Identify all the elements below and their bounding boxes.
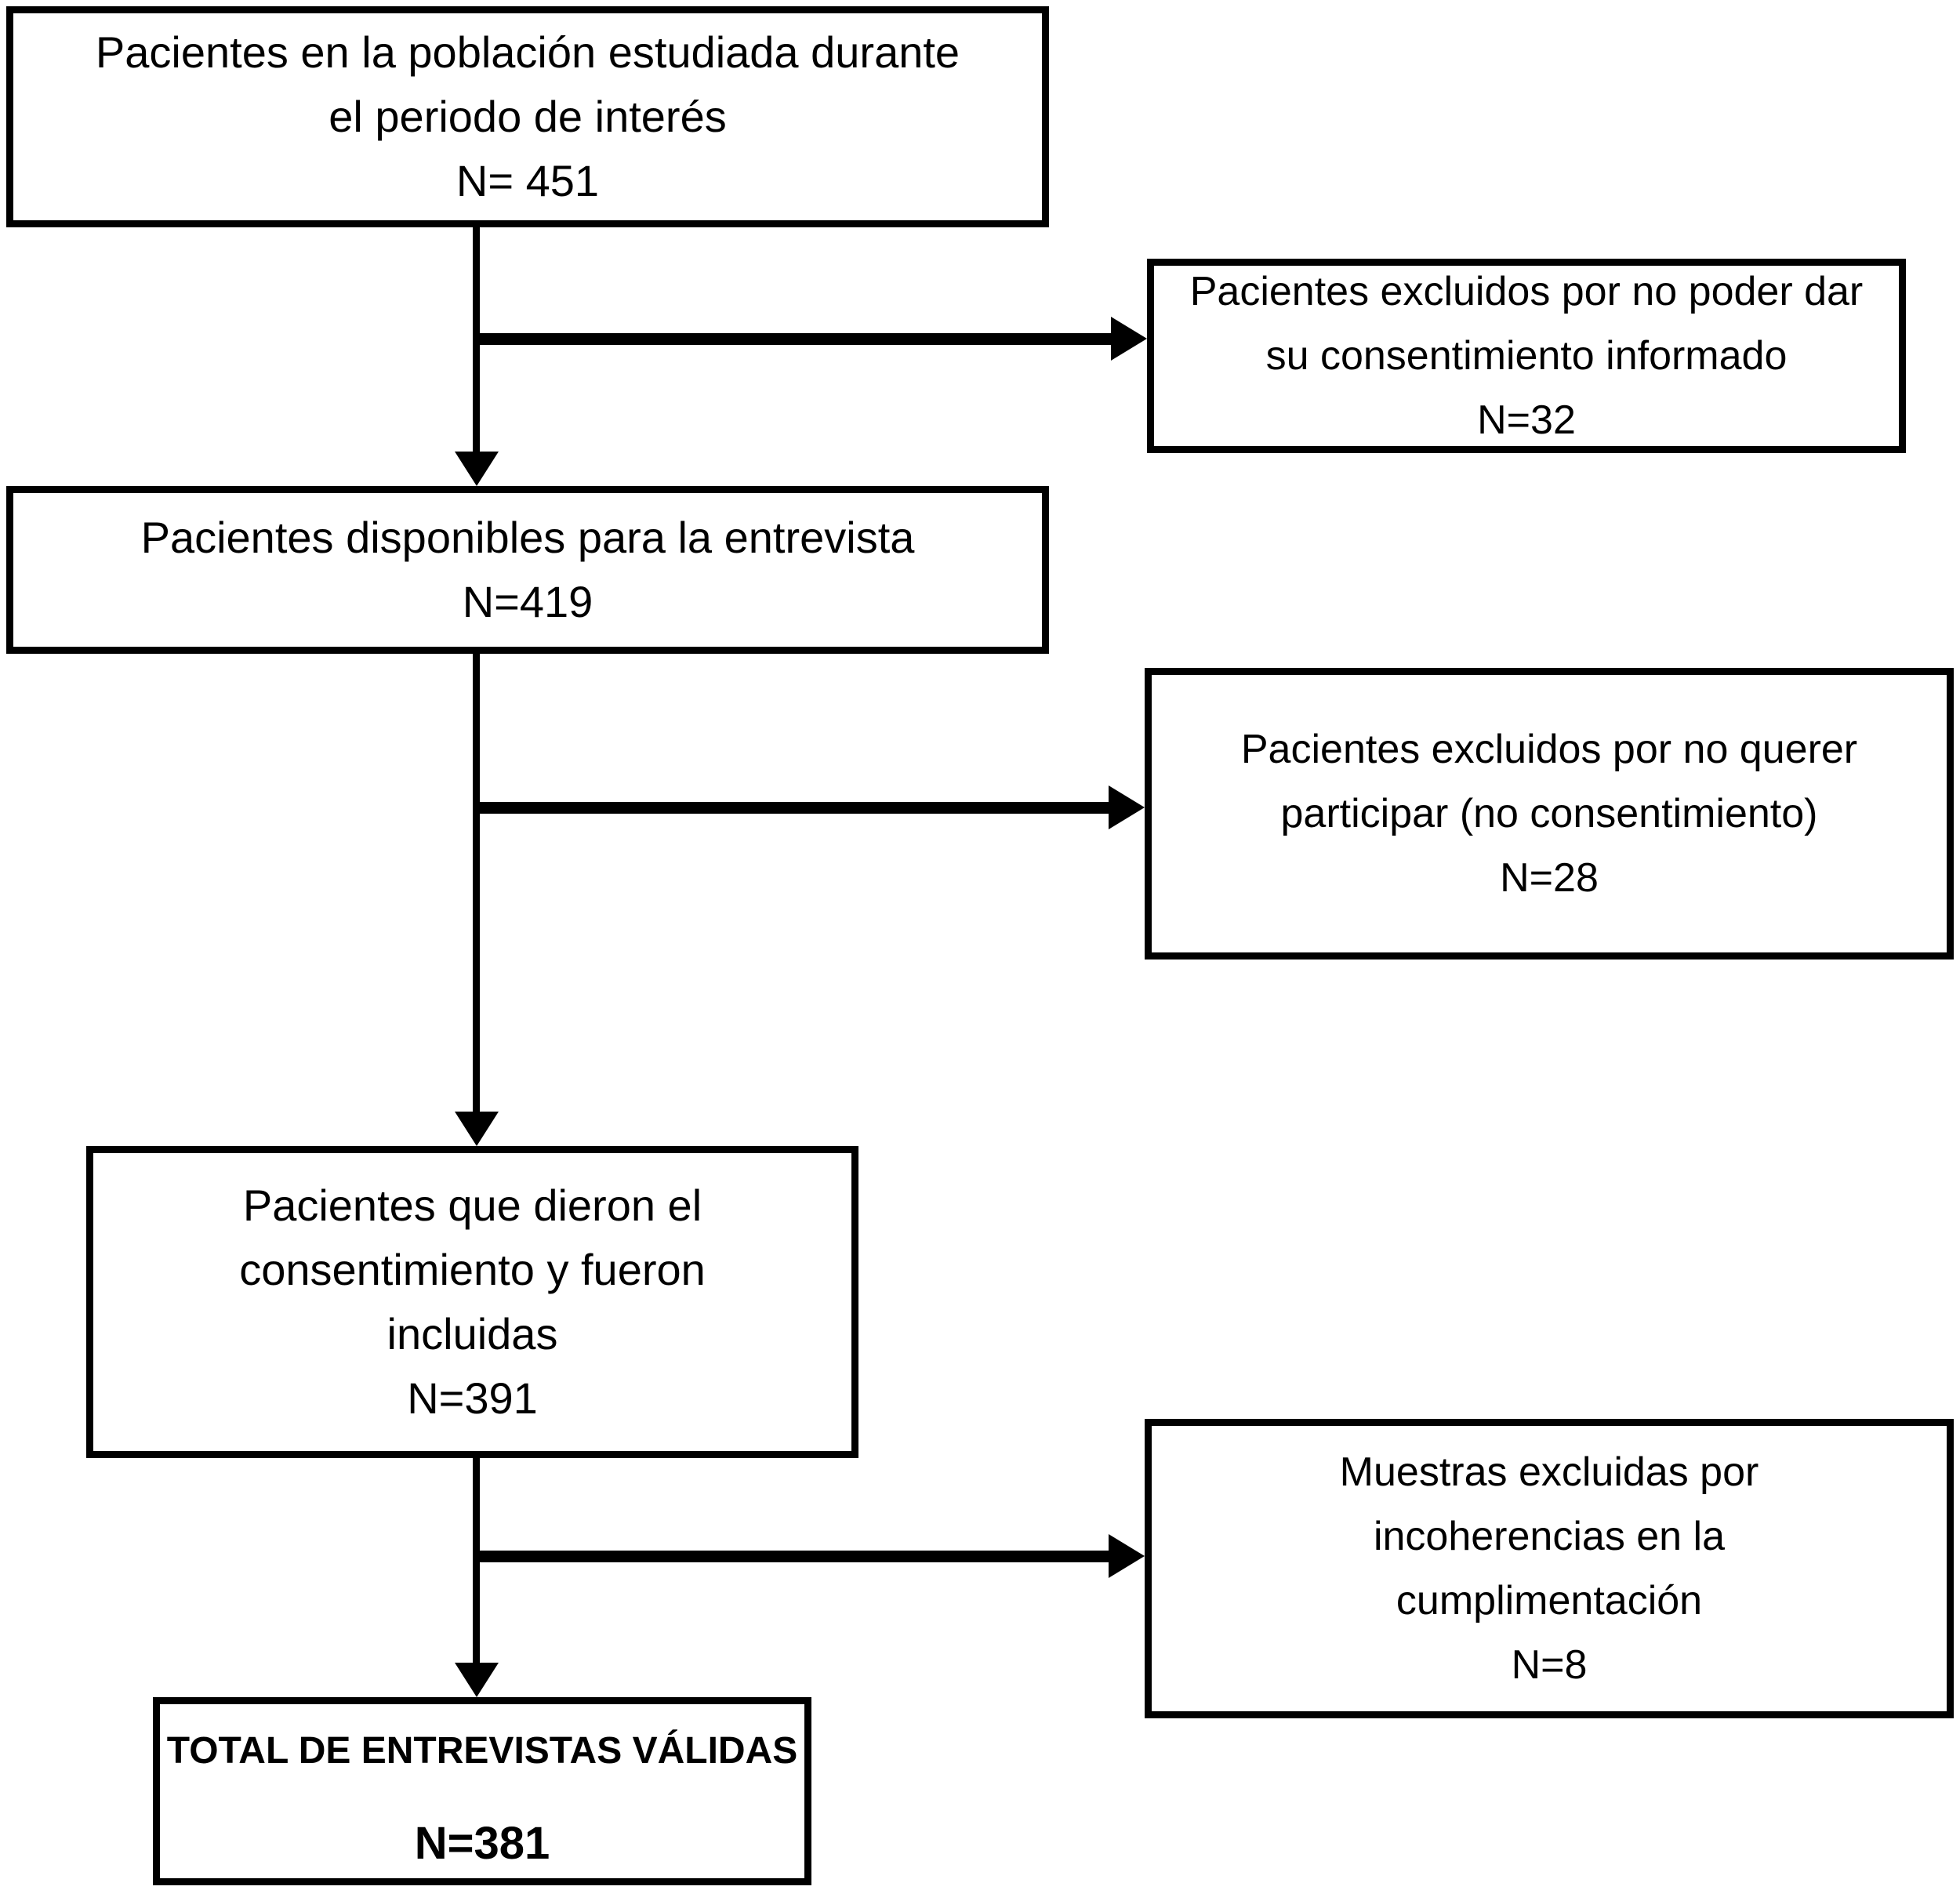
box-available-for-interview-text: Pacientes disponibles para la entrevista…: [140, 513, 915, 626]
arrowhead-to-excluded-refused-participation: [1109, 785, 1145, 829]
box-available-for-interview: Pacientes disponibles para la entrevista…: [6, 486, 1049, 654]
arrowhead-available-to-consented: [455, 1112, 499, 1146]
arrowhead-consented-to-total: [455, 1663, 499, 1697]
box-consented-included: Pacientes que dieron el consentimiento y…: [86, 1146, 858, 1458]
branch-to-excluded-incoherent-samples-line: [473, 1551, 1111, 1562]
branch-to-excluded-no-informed-consent-line: [473, 333, 1114, 345]
arrowhead-population-to-available: [455, 452, 499, 486]
box-excluded-no-informed-consent: Pacientes excluidos por no poder dar su …: [1147, 259, 1906, 453]
box-total-valid-interviews: TOTAL DE ENTREVISTAS VÁLIDAS N=381: [153, 1697, 811, 1885]
branch-to-excluded-refused-participation-line: [473, 802, 1111, 814]
box-consented-included-text: Pacientes que dieron el consentimiento y…: [239, 1181, 706, 1423]
box-excluded-refused-participation-text: Pacientes excluidos por no querer partic…: [1240, 727, 1858, 901]
box-study-population: Pacientes en la población estudiada dura…: [6, 6, 1049, 227]
total-valid-interviews-title: TOTAL DE ENTREVISTAS VÁLIDAS: [166, 1730, 798, 1772]
arrowhead-to-excluded-no-informed-consent: [1111, 317, 1147, 361]
arrowhead-to-excluded-incoherent-samples: [1109, 1534, 1145, 1578]
box-study-population-text: Pacientes en la población estudiada dura…: [95, 27, 960, 205]
box-excluded-incoherent-samples-text: Muestras excluidas por incoherencias en …: [1339, 1449, 1759, 1688]
total-valid-interviews-value: N=381: [414, 1818, 550, 1869]
box-excluded-refused-participation: Pacientes excluidos por no querer partic…: [1145, 668, 1954, 960]
box-excluded-no-informed-consent-text: Pacientes excluidos por no poder dar su …: [1189, 269, 1864, 443]
connector-available-to-consented-line: [473, 652, 480, 1115]
box-excluded-incoherent-samples: Muestras excluidas por incoherencias en …: [1145, 1419, 1954, 1718]
